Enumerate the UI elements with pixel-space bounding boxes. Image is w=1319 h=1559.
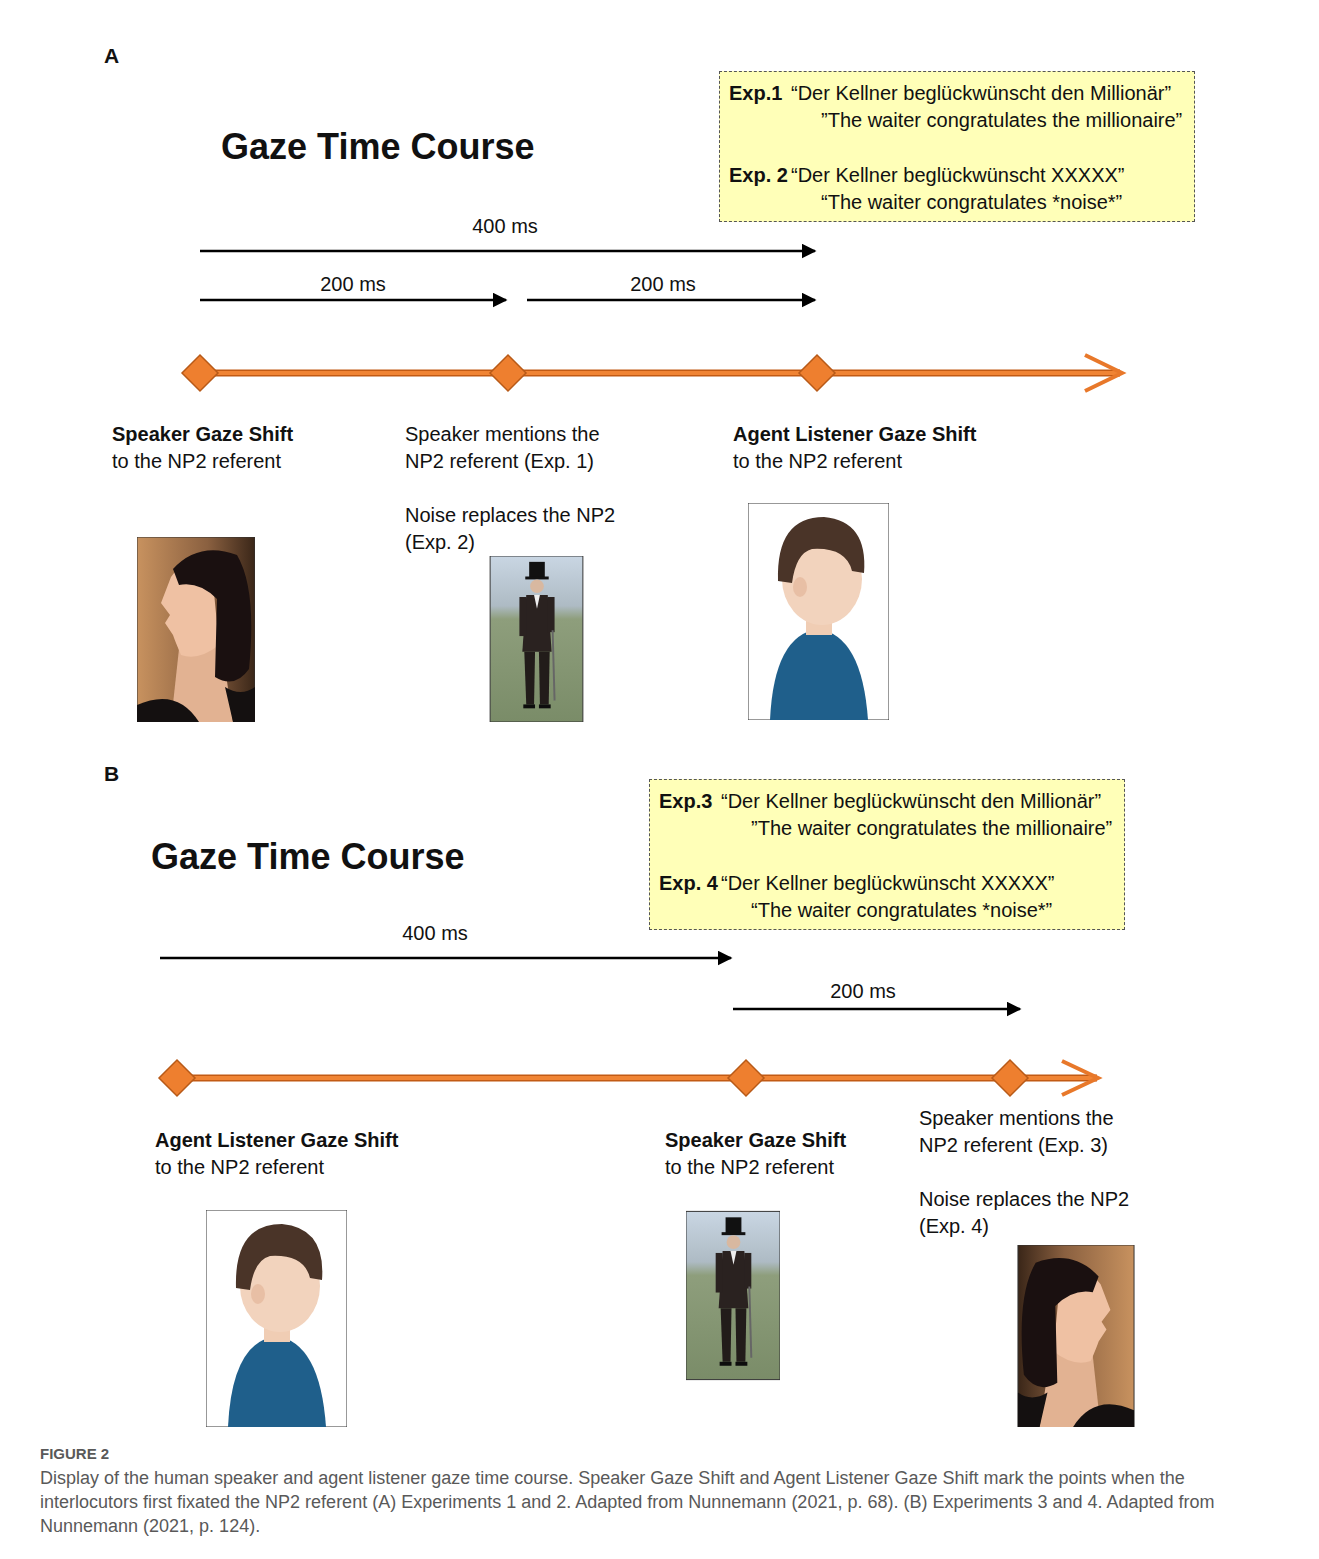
panel-title: Gaze Time Course bbox=[221, 125, 534, 169]
experiment-label: Exp. 2 bbox=[729, 162, 788, 189]
event-label: to the NP2 referent bbox=[665, 1154, 834, 1181]
event-diamond bbox=[182, 355, 218, 391]
speaker-photo bbox=[1018, 1245, 1134, 1427]
duration-arrow bbox=[200, 299, 506, 302]
figure-caption: Display of the human speaker and agent l… bbox=[40, 1466, 1285, 1538]
duration-label: 200 ms bbox=[320, 271, 386, 298]
referent-figure bbox=[686, 1211, 780, 1379]
sentence-text: “Der Kellner beglückwünscht XXXXX” bbox=[721, 870, 1054, 897]
sentence-text: ”The waiter congratulates the millionair… bbox=[821, 107, 1182, 134]
duration-arrow bbox=[733, 1008, 1020, 1011]
event-diamond bbox=[159, 1060, 195, 1096]
event-label: to the NP2 referent bbox=[112, 448, 281, 475]
sentence-text: “Der Kellner beglückwünscht den Millionä… bbox=[721, 788, 1101, 815]
sentence-text: “Der Kellner beglückwünscht XXXXX” bbox=[791, 162, 1124, 189]
event-note: Noise replaces the NP2 (Exp. 2) bbox=[405, 502, 630, 556]
duration-label: 400 ms bbox=[402, 920, 468, 947]
event-note: Noise replaces the NP2 (Exp. 4) bbox=[919, 1186, 1144, 1240]
agent-avatar bbox=[748, 503, 889, 720]
duration-arrow bbox=[200, 250, 815, 253]
timeline-edge bbox=[168, 1075, 1097, 1082]
agent-avatar bbox=[206, 1210, 347, 1427]
event-label: to the NP2 referent bbox=[733, 448, 902, 475]
duration-arrow bbox=[527, 299, 815, 302]
panel-title: Gaze Time Course bbox=[151, 835, 464, 879]
referent-figure bbox=[490, 556, 583, 722]
timeline-bar bbox=[168, 1076, 1097, 1080]
duration-label: 400 ms bbox=[472, 213, 538, 240]
figure-number: FIGURE 2 bbox=[40, 1444, 109, 1464]
panel-letter: A bbox=[104, 42, 119, 69]
condition-box: Exp.3 “Der Kellner beglückwünscht den Mil… bbox=[649, 779, 1125, 930]
panel-letter: B bbox=[104, 760, 119, 787]
event-label: Agent Listener Gaze Shift bbox=[733, 421, 976, 448]
duration-label: 200 ms bbox=[830, 978, 896, 1005]
event-note: Speaker mentions the NP2 referent (Exp. … bbox=[405, 421, 630, 475]
sentence-text: “Der Kellner beglückwünscht den Millionä… bbox=[791, 80, 1171, 107]
timeline-head bbox=[1085, 355, 1122, 391]
event-label: Speaker Gaze Shift bbox=[112, 421, 293, 448]
sentence-text: “The waiter congratulates *noise*” bbox=[751, 897, 1052, 924]
speaker-photo bbox=[1018, 1245, 1134, 1427]
timeline-edge bbox=[190, 370, 1120, 377]
event-diamond bbox=[799, 355, 835, 391]
experiment-label: Exp.1 bbox=[729, 80, 782, 107]
experiment-label: Exp.3 bbox=[659, 788, 712, 815]
timeline-head bbox=[1062, 1061, 1098, 1095]
speaker-photo bbox=[137, 537, 255, 722]
event-label: Agent Listener Gaze Shift bbox=[155, 1127, 398, 1154]
duration-arrow bbox=[160, 957, 731, 960]
timeline-bar bbox=[190, 371, 1120, 375]
condition-box: Exp.1 “Der Kellner beglückwünscht den Mil… bbox=[719, 71, 1195, 222]
event-label: Speaker Gaze Shift bbox=[665, 1127, 846, 1154]
sentence-text: “The waiter congratulates *noise*” bbox=[821, 189, 1122, 216]
event-diamond bbox=[728, 1060, 764, 1096]
event-label: to the NP2 referent bbox=[155, 1154, 324, 1181]
event-diamond bbox=[992, 1060, 1028, 1096]
duration-label: 200 ms bbox=[630, 271, 696, 298]
event-diamond bbox=[490, 355, 526, 391]
experiment-label: Exp. 4 bbox=[659, 870, 718, 897]
event-note: Speaker mentions the NP2 referent (Exp. … bbox=[919, 1105, 1144, 1159]
sentence-text: ”The waiter congratulates the millionair… bbox=[751, 815, 1112, 842]
